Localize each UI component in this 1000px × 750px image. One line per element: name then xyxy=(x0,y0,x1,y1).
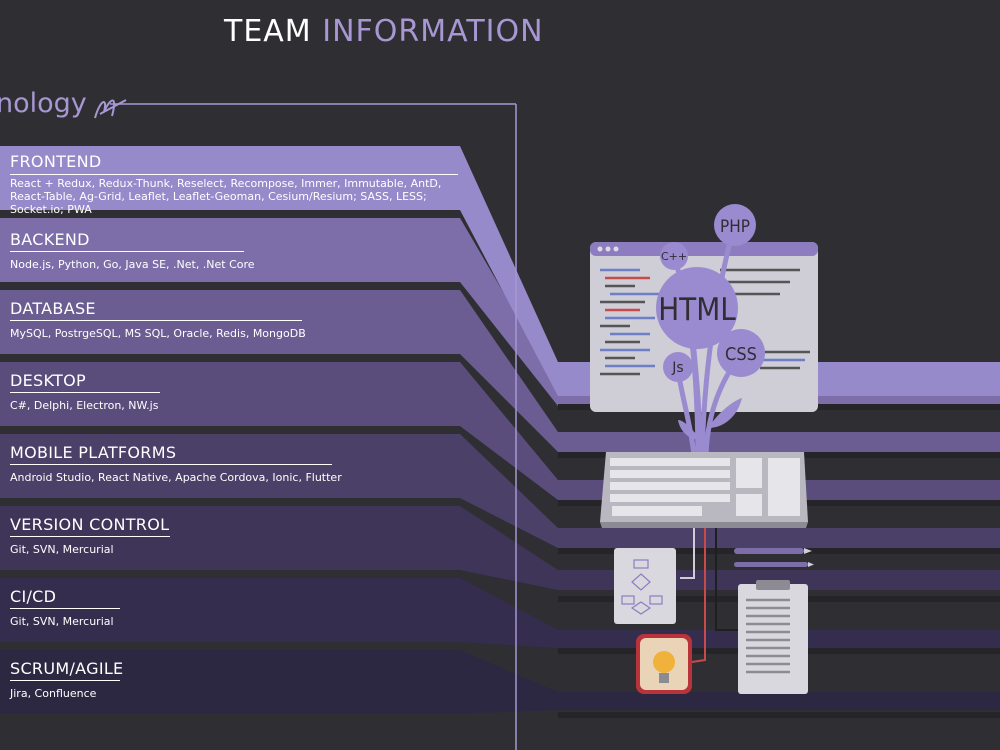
cpp-label: C++ xyxy=(661,250,687,263)
cpp-bubble: C++ xyxy=(660,242,688,270)
signature-mark xyxy=(94,99,127,119)
category-underline xyxy=(10,320,302,321)
category-title: BACKEND xyxy=(10,230,90,249)
category-desc: C#, Delphi, Electron, NW.js xyxy=(10,399,159,412)
category-desc: Jira, Confluence xyxy=(10,687,97,700)
page-title: TEAM INFORMATION xyxy=(224,14,544,49)
band-mobile xyxy=(0,434,1000,548)
category-underline xyxy=(10,464,332,465)
category-desc: Android Studio, React Native, Apache Cor… xyxy=(10,471,342,484)
category-title: SCRUM/AGILE xyxy=(10,659,124,678)
category-title: DATABASE xyxy=(10,299,96,318)
category-desc: MySQL, PostrgeSQL, MS SQL, Oracle, Redis… xyxy=(10,327,306,340)
category-desc: Git, SVN, Mercurial xyxy=(10,543,114,556)
category-title: DESKTOP xyxy=(10,371,86,390)
category-desc: Git, SVN, Mercurial xyxy=(10,615,114,628)
band-desktop xyxy=(0,362,1000,500)
category-underline xyxy=(10,536,170,537)
category-title: MOBILE PLATFORMS xyxy=(10,443,177,462)
category-underline xyxy=(10,608,120,609)
category-underline xyxy=(10,251,244,252)
developer-illustration: PHP C++ HTML CSS Js xyxy=(590,204,818,694)
section-label: nology xyxy=(0,88,87,119)
title-accent: INFORMATION xyxy=(322,14,544,49)
band-scrum xyxy=(0,650,1000,714)
category-desc: Node.js, Python, Go, Java SE, .Net, .Net… xyxy=(10,258,255,271)
category-underline xyxy=(10,174,458,175)
band-version xyxy=(0,506,1000,590)
category-title: VERSION CONTROL xyxy=(10,515,170,534)
pen-icon xyxy=(734,548,814,567)
category-title: FRONTEND xyxy=(10,152,102,171)
band-frontend xyxy=(0,146,1000,396)
band-backend xyxy=(0,218,1000,406)
php-bubble: PHP xyxy=(714,204,756,246)
css-label: CSS xyxy=(725,344,757,365)
css-bubble: CSS xyxy=(717,329,765,377)
category-underline xyxy=(10,392,160,393)
band-database xyxy=(0,290,1000,452)
keyboard-icon xyxy=(600,452,808,528)
html-bubble: HTML xyxy=(656,267,738,349)
clipboard-icon xyxy=(738,580,808,694)
category-title: CI/CD xyxy=(10,587,57,606)
category-desc: React + Redux, Redux-Thunk, Reselect, Re… xyxy=(10,177,442,216)
js-label: Js xyxy=(671,360,683,376)
html-label: HTML xyxy=(658,292,736,328)
category-underline xyxy=(10,680,120,681)
lightbulb-icon xyxy=(636,634,692,694)
js-bubble: Js xyxy=(663,352,693,382)
title-main: TEAM xyxy=(224,14,312,49)
flowchart-notepad-icon xyxy=(614,548,676,624)
php-label: PHP xyxy=(720,217,750,237)
